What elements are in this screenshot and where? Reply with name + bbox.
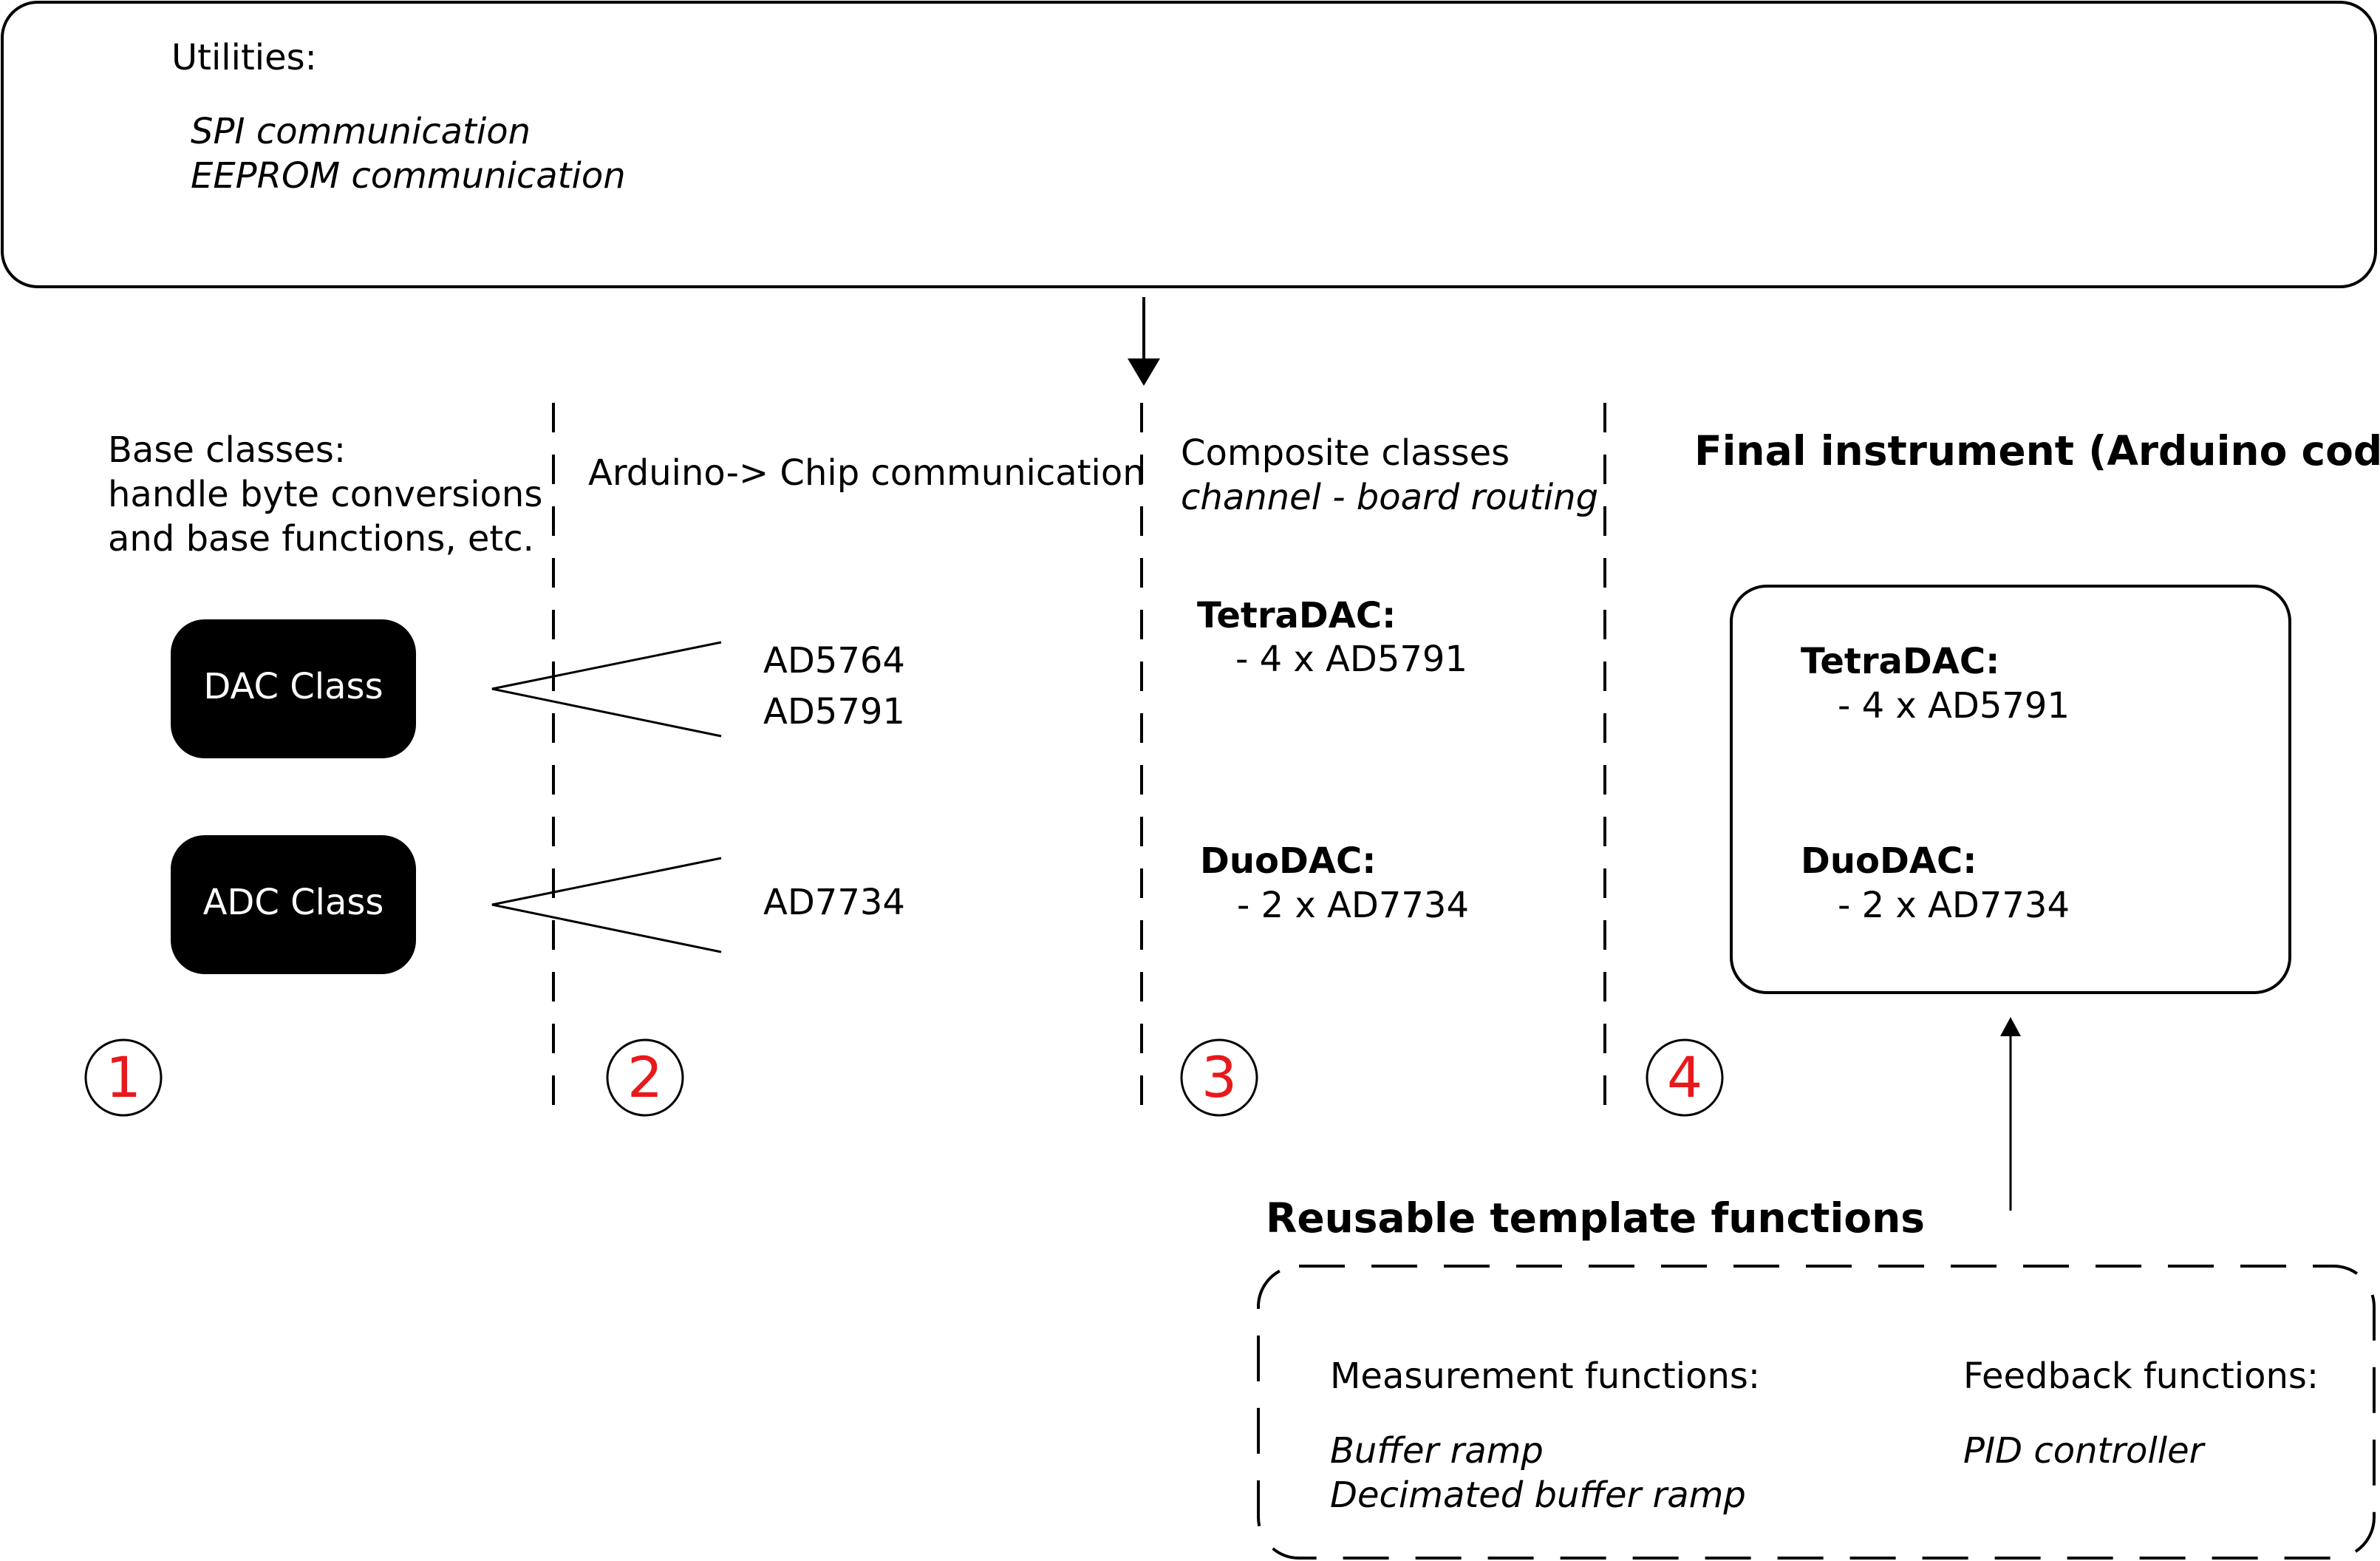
step-4-circle xyxy=(1646,1038,1724,1117)
base-classes-heading-line-3: and base functions, etc. xyxy=(108,518,534,560)
dac-class-label: DAC Class xyxy=(203,666,383,707)
chip-ad5764: AD5764 xyxy=(763,640,905,681)
step-number-4: 4 xyxy=(1666,1044,1703,1110)
step-number-1: 1 xyxy=(105,1044,142,1110)
utilities-item-eeprom: EEPROM communication xyxy=(191,155,626,197)
step-1-circle xyxy=(84,1038,163,1117)
composite-tetradac-name: TetraDAC: xyxy=(1197,595,1397,636)
feedback-item-pid-controller: PID controller xyxy=(1963,1430,2204,1472)
composite-tetradac-detail: - 4 x AD5791 xyxy=(1235,639,1467,680)
composite-duodac-name: DuoDAC: xyxy=(1200,840,1377,882)
final-instrument-box xyxy=(1730,585,2291,994)
base-classes-heading-line-2: handle byte conversions xyxy=(108,474,543,515)
template-functions-title: Reusable template functions xyxy=(1266,1194,1925,1242)
step-number-2: 2 xyxy=(627,1044,664,1110)
base-classes-heading-line-1: Base classes: xyxy=(108,429,347,471)
step-number-3: 3 xyxy=(1201,1044,1238,1110)
composite-classes-heading: Composite classes xyxy=(1181,432,1510,474)
chip-communication-heading: Arduino-> Chip communication xyxy=(588,452,1145,494)
chip-ad5791: AD5791 xyxy=(763,691,905,732)
measurement-item-decimated-buffer-ramp: Decimated buffer ramp xyxy=(1330,1475,1746,1516)
adc-class-box[interactable] xyxy=(171,835,416,974)
step-3-circle xyxy=(1180,1038,1258,1117)
final-duodac-name: DuoDAC: xyxy=(1801,840,1977,882)
final-tetradac-name: TetraDAC: xyxy=(1801,641,2000,682)
chip-ad7734: AD7734 xyxy=(763,882,905,923)
utilities-box xyxy=(1,1,2377,288)
measurement-functions-title: Measurement functions: xyxy=(1330,1356,1761,1397)
adc-chip-connector xyxy=(491,857,722,953)
composite-duodac-detail: - 2 x AD7734 xyxy=(1237,885,1469,926)
templates-up-arrow xyxy=(2000,1017,2021,1211)
adc-class-label: ADC Class xyxy=(202,882,384,923)
composite-classes-subheading: channel - board routing xyxy=(1181,477,1599,518)
feedback-functions-title: Feedback functions: xyxy=(1963,1356,2319,1397)
final-instrument-heading: Final instrument (Arduino code) xyxy=(1694,427,2380,475)
dac-class-box[interactable] xyxy=(171,619,416,758)
final-tetradac-detail: - 4 x AD5791 xyxy=(1838,685,2070,727)
utilities-title: Utilities: xyxy=(171,37,317,78)
measurement-item-buffer-ramp: Buffer ramp xyxy=(1330,1430,1544,1472)
template-functions-box xyxy=(1257,1265,2376,1560)
dac-chip-connector xyxy=(491,641,722,738)
utilities-down-arrow xyxy=(1128,297,1160,386)
final-duodac-detail: - 2 x AD7734 xyxy=(1838,885,2070,926)
step-2-circle xyxy=(606,1038,684,1117)
utilities-item-spi: SPI communication xyxy=(191,111,531,152)
